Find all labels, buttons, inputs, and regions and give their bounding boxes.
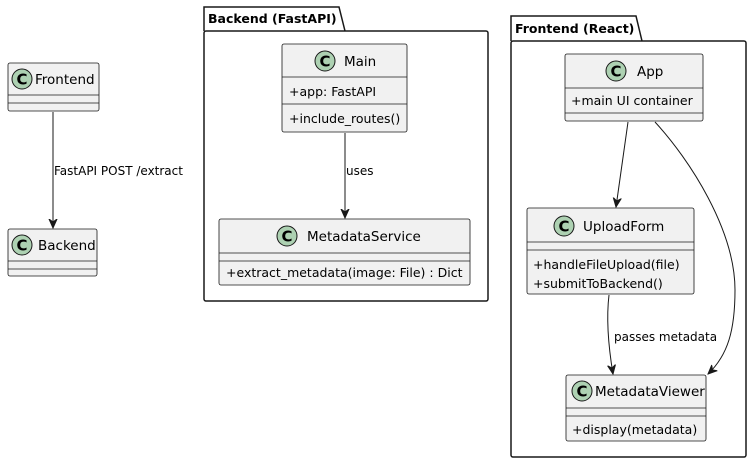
class-main-box: [281, 43, 408, 133]
class-upload-form-method: +handleFileUpload(file): [533, 257, 680, 272]
class-app-box: [564, 53, 704, 122]
class-stereotype-icon: [276, 225, 298, 247]
relation-main-to-service: uses: [345, 133, 374, 218]
relation-frontend-to-backend: FastAPI POST /extract: [53, 112, 183, 228]
class-stereotype-icon: [605, 60, 627, 82]
class-upload-form-method: +submitToBackend(): [533, 276, 663, 291]
class-metadata-service-name: MetadataService: [307, 229, 421, 245]
package-frontend-title: Frontend (React): [515, 21, 634, 36]
relation-label: FastAPI POST /extract: [54, 164, 183, 178]
class-stereotype-icon: [314, 50, 336, 72]
class-main-method: +include_routes(): [289, 111, 400, 126]
class-metadata-service-method: +extract_metadata(image: File) : Dict: [226, 265, 463, 280]
class-main[interactable]: C Main +app: FastAPI +include_routes(): [281, 43, 408, 133]
class-stereotype-icon: [11, 234, 33, 256]
class-metadata-viewer-name: MetadataViewer: [595, 384, 705, 400]
class-stereotype-letter: C: [576, 383, 587, 401]
class-upload-form-name: UploadForm: [583, 219, 664, 235]
class-backend[interactable]: C Backend: [7, 228, 98, 277]
class-metadata-viewer[interactable]: C MetadataViewer +display(metadata): [565, 374, 707, 442]
relation-upload-to-viewer: passes metadata: [608, 294, 717, 374]
relation-arrow: [616, 121, 629, 207]
relation-app-to-upload-form: [616, 121, 629, 207]
class-frontend[interactable]: C Frontend: [7, 62, 100, 112]
relation-label: passes metadata: [614, 330, 717, 344]
class-metadata-service[interactable]: C MetadataService +extract_metadata(imag…: [218, 218, 471, 286]
class-stereotype-icon: [571, 380, 593, 402]
relation-arrow: [608, 294, 613, 374]
class-app-name: App: [637, 64, 663, 80]
class-main-name: Main: [344, 54, 376, 70]
class-stereotype-letter: C: [610, 63, 621, 81]
class-stereotype-icon: [11, 68, 33, 90]
class-stereotype-letter: C: [558, 218, 569, 236]
class-stereotype-letter: C: [16, 71, 27, 89]
class-metadata-viewer-method: +display(metadata): [572, 422, 697, 437]
package-backend-title: Backend (FastAPI): [208, 11, 337, 26]
relation-arrow: [654, 121, 736, 374]
class-app[interactable]: C App +main UI container: [564, 53, 704, 122]
class-upload-form[interactable]: C UploadForm +handleFileUpload(file) +su…: [526, 207, 695, 295]
class-frontend-name: Frontend: [35, 72, 95, 88]
relation-app-to-metadata-viewer: [654, 121, 736, 374]
class-stereotype-letter: C: [281, 228, 292, 246]
class-stereotype-icon: [553, 215, 575, 237]
class-backend-name: Backend: [38, 238, 96, 254]
package-frontend-tab: [510, 15, 643, 42]
class-stereotype-letter: C: [16, 237, 27, 255]
relation-label: uses: [346, 164, 374, 178]
class-app-attribute: +main UI container: [571, 93, 694, 108]
package-backend-tab: [203, 6, 346, 32]
class-stereotype-letter: C: [319, 53, 330, 71]
class-main-attribute: +app: FastAPI: [289, 84, 376, 99]
